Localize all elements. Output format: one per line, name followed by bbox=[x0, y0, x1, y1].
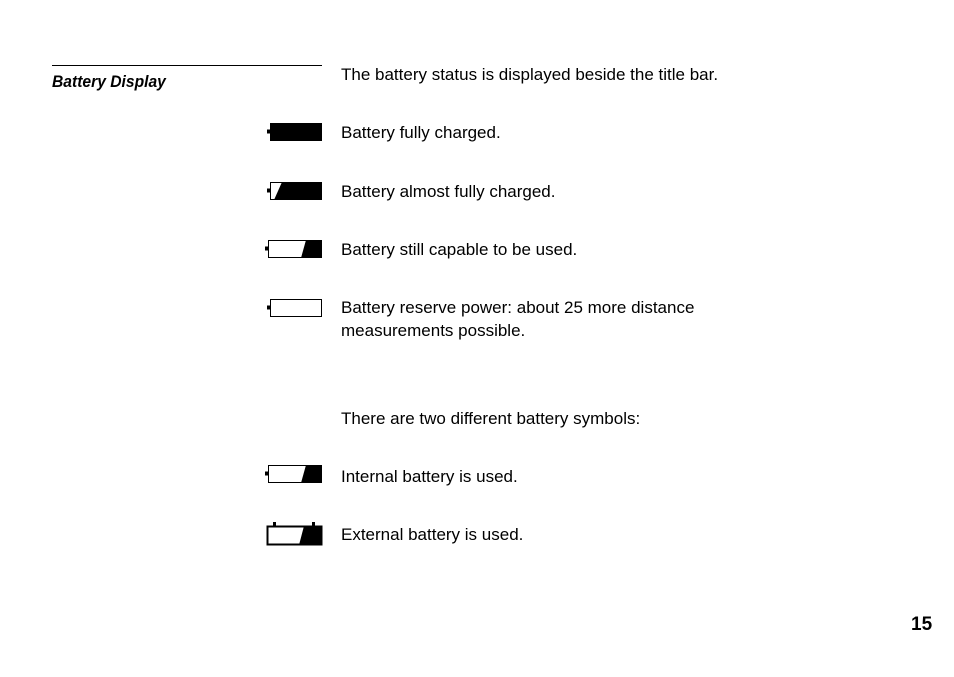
internal-battery-icon bbox=[265, 465, 322, 483]
battery-half-icon bbox=[265, 240, 322, 258]
external-battery-icon bbox=[266, 522, 323, 546]
battery-full-icon bbox=[267, 123, 322, 141]
external-battery-text: External battery is used. bbox=[341, 525, 524, 544]
internal-battery-text: Internal battery is used. bbox=[341, 467, 518, 486]
battery-empty-icon bbox=[267, 299, 322, 317]
section-rule bbox=[52, 65, 322, 66]
battery-state-text: Battery fully charged. bbox=[341, 123, 501, 142]
section-title: Battery Display bbox=[52, 72, 166, 91]
battery-state-text: Battery still capable to be used. bbox=[341, 240, 578, 259]
battery-state-text: Battery almost fully charged. bbox=[341, 182, 556, 201]
battery-almost-full-icon bbox=[267, 182, 322, 200]
page-number: 15 bbox=[911, 614, 933, 635]
battery-state-text: measurements possible. bbox=[341, 321, 526, 340]
section-intro: The battery status is displayed beside t… bbox=[341, 65, 719, 84]
battery-state-text: Battery reserve power: about 25 more dis… bbox=[341, 298, 695, 317]
symbols-intro: There are two different battery symbols: bbox=[341, 409, 641, 428]
